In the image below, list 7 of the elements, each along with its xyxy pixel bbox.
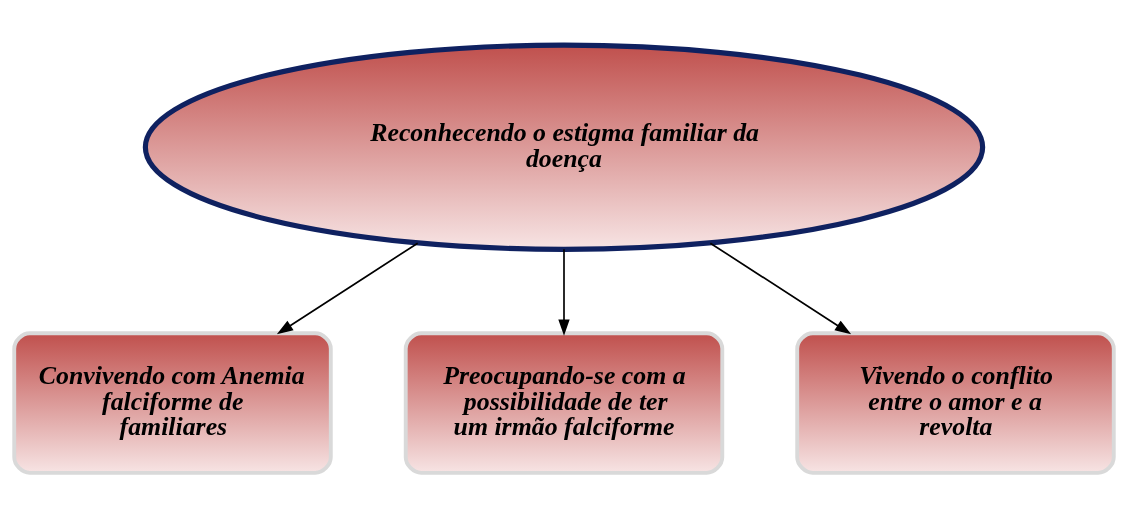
node-box: Vivendo o conflito entre o amor e a revolta <box>795 331 1116 475</box>
arrow <box>276 242 419 335</box>
node-box: Convivendo com Anemia falciforme de familiares <box>12 331 333 475</box>
arrow <box>709 242 852 335</box>
node-box: Preocupando-se com a possibilidade de ter um irmão falciforme <box>403 331 725 475</box>
arrow <box>558 248 570 336</box>
node-ellipse: Reconhecendo o estigma familiar da doença <box>142 42 986 252</box>
